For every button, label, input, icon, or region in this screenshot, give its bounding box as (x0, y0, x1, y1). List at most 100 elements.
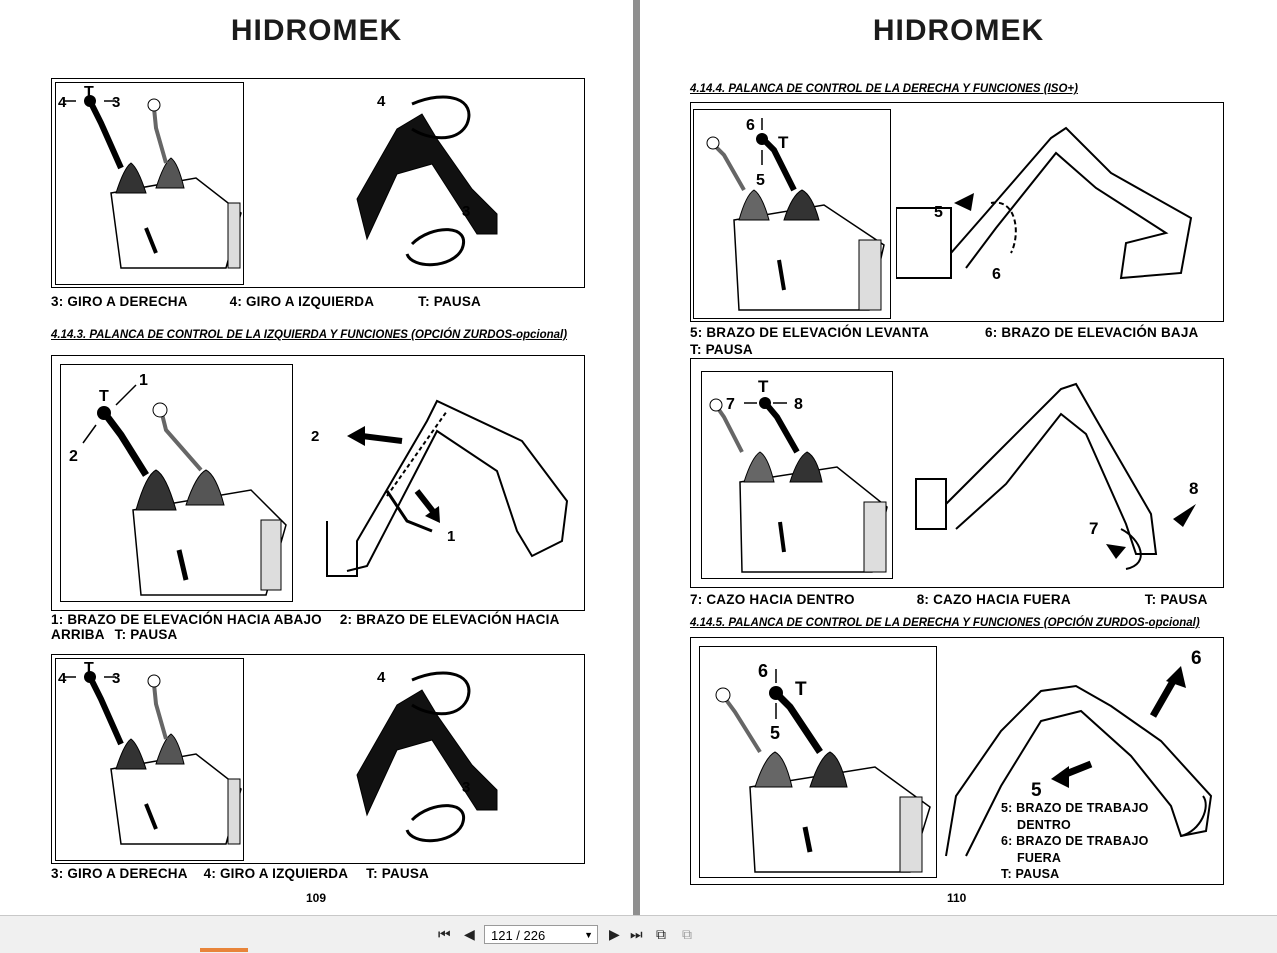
figure-panel-swing-2: T 3 4 4 3 (51, 654, 585, 864)
label-7: 7 (1089, 519, 1098, 538)
caption-text: 7: CAZO HACIA (690, 592, 797, 607)
label-5: 5 (1031, 780, 1042, 801)
previous-page-icon[interactable]: ◀ (464, 926, 475, 942)
lever-diagram: T 6 5 (693, 109, 891, 319)
legend-line: 6: BRAZO DE TRABAJO (1001, 834, 1149, 848)
page-number: 109 (306, 891, 327, 905)
label-6: 6 (758, 661, 768, 681)
label-5: 5 (770, 723, 780, 743)
legend-line: 5: BRAZO DE TRABAJO (1001, 801, 1149, 815)
brand-logo: HIDROMEK (872, 14, 1045, 47)
label-3: 3 (462, 203, 470, 220)
taskbar-accent (200, 948, 248, 952)
label-4: 4 (377, 93, 386, 110)
joystick-illustration: T 6 5 (715, 661, 931, 873)
caption-text: 3: GIRO A (51, 866, 120, 881)
label-7: 7 (726, 396, 735, 413)
caption-bold: IZQUIERDA (298, 294, 375, 309)
legend-line-bold: DENTRO (1017, 817, 1071, 832)
section-title: 4.14.5. PALANCA DE CONTROL DE LA DERECHA… (690, 617, 1200, 629)
caption-bold: ARRIBA (51, 627, 105, 642)
caption-bold: HACIA (515, 612, 560, 627)
figure-panel-bucket: T 7 8 7 8 (690, 358, 1224, 588)
lever-diagram: T 3 4 (55, 658, 244, 861)
label-5: 5 (756, 172, 765, 189)
boom-arm-illustration: 2 1 (311, 399, 569, 577)
label-4: 4 (58, 670, 67, 687)
brand-logo: HIDROMEK (230, 14, 403, 47)
lever-diagram: T 3 4 (55, 82, 244, 285)
joystick-illustration: T 7 8 (709, 377, 888, 573)
first-page-icon[interactable]: ⏮ (438, 926, 451, 942)
caption-bold: LEVANTA (865, 325, 930, 340)
label-6: 6 (1191, 648, 1202, 669)
caption-bold: DENTRO (796, 592, 855, 607)
label-1: 1 (447, 528, 455, 545)
caption-lift: 5: BRAZO DE ELEVACIÓN LEVANTA 6: BRAZO D… (690, 325, 1199, 340)
legend-line-pause: T: PAUSA (1001, 866, 1149, 883)
lever-diagram: T 6 5 (699, 646, 937, 878)
label-2: 2 (69, 448, 78, 465)
caption-text: T: PAUSA (366, 866, 430, 881)
bucket-arm-illustration: 7 8 (915, 382, 1198, 570)
label-t: T (758, 377, 769, 396)
swing-boom-illustration: 4 3 (356, 669, 498, 843)
caption-bold: IZQUIERDA (272, 866, 349, 881)
label-3: 3 (112, 94, 120, 111)
single-page-view-icon[interactable]: ⧉ (656, 926, 666, 942)
next-page-icon[interactable]: ▶ (609, 926, 620, 942)
caption-swing: 3: GIRO A DERECHA 4: GIRO A IZQUIERDA T:… (51, 294, 481, 309)
caption-bold: FUERA (1023, 592, 1071, 607)
label-5: 5 (934, 204, 943, 221)
caption-boom: 1: BRAZO DE ELEVACIÓN HACIA ABAJO 2: BRA… (51, 612, 560, 627)
label-3: 3 (462, 779, 470, 796)
label-6: 6 (746, 117, 755, 134)
joystick-illustration: T 6 5 (706, 117, 885, 311)
section-title: 4.14.4. PALANCA DE CONTROL DE LA DERECHA… (690, 83, 1078, 95)
joystick-illustration: T 3 4 (58, 660, 242, 845)
label-3: 3 (112, 670, 120, 687)
last-page-icon[interactable]: ⏭ (630, 926, 643, 942)
caption-text: 4: GIRO A (229, 294, 299, 309)
lever-diagram: T 1 2 (60, 364, 293, 602)
label-t: T (84, 660, 94, 677)
viewer-toolbar: ⏮ ◀ 121 / 226 ▼ ▶ ⏭ ⧉ ⧉ (0, 915, 1277, 953)
caption-text: T: PAUSA (418, 294, 482, 309)
caption-text: 2: BRAZO DE ELEVACIÓN (339, 612, 516, 627)
figure-panel-work-arm: T 6 5 6 5 5: BRAZO DE TRABAJO DENTRO 6: … (690, 637, 1224, 885)
caption-bucket: 7: CAZO HACIA DENTRO 8: CAZO HACIA FUERA… (690, 592, 1208, 607)
section-title: 4.14.3. PALANCA DE CONTROL DE LA IZQUIER… (51, 329, 568, 341)
joystick-illustration: T 1 2 (69, 372, 287, 596)
swing-boom-illustration: 4 3 (356, 93, 498, 267)
label-t: T (778, 133, 789, 152)
caption-text: 6: BRAZO DE ELEVACIÓN (985, 325, 1161, 340)
caption-swing-2: 3: GIRO A DERECHA 4: GIRO A IZQUIERDA T:… (51, 866, 429, 881)
caption-bold: DERECHA (119, 866, 188, 881)
label-2: 2 (311, 428, 319, 445)
caption-text: T: PAUSA (1144, 592, 1208, 607)
two-page-view-icon[interactable]: ⧉ (682, 926, 692, 942)
chevron-down-icon: ▼ (584, 930, 593, 940)
label-4: 4 (377, 669, 386, 686)
work-arm-illustration: 6 5 (945, 648, 1213, 857)
caption-text: T: PAUSA (114, 627, 178, 642)
page-number: 110 (947, 891, 967, 905)
caption-text: 8: CAZO HACIA (916, 592, 1024, 607)
figure-panel-boom: T 1 2 2 1 (51, 355, 585, 611)
label-t: T (84, 84, 94, 101)
label-1: 1 (139, 372, 148, 389)
caption-lift-pause: T: PAUSA (690, 342, 753, 357)
caption-text: 4: GIRO A (203, 866, 273, 881)
caption-text: 3: GIRO A (51, 294, 120, 309)
caption-bold: BAJA (1160, 325, 1199, 340)
legend-text: T: (1001, 867, 1016, 881)
label-4: 4 (58, 94, 67, 111)
page-display: 121 / 226 (491, 928, 546, 943)
label-t: T (795, 679, 807, 700)
label-8: 8 (1189, 479, 1198, 498)
page-selector[interactable]: 121 / 226 ▼ (484, 925, 598, 944)
caption-text: 1: BRAZO DE ELEVACIÓN (51, 612, 227, 627)
joystick-illustration: T 3 4 (58, 84, 242, 269)
legend-line-bold: FUERA (1017, 850, 1062, 865)
caption-text: 5: BRAZO DE ELEVACIÓN (690, 325, 866, 340)
